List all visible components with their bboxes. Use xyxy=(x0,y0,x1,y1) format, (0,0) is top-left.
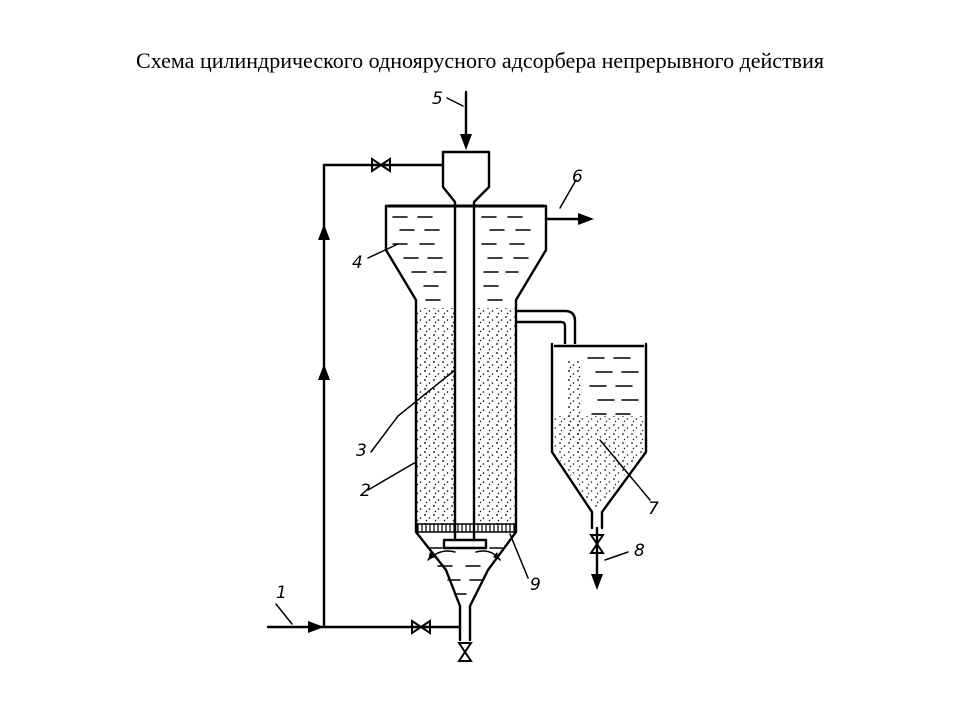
distribution-grate xyxy=(416,523,516,533)
inlet-valve xyxy=(411,619,431,635)
recirculation-arrows xyxy=(427,550,501,561)
label-4: 4 xyxy=(352,253,363,273)
settler-valve xyxy=(589,534,605,554)
label-7: 7 xyxy=(648,499,659,519)
feed-pipe-5 xyxy=(460,90,472,150)
label-2: 2 xyxy=(360,481,371,501)
settler-vessel xyxy=(550,342,648,590)
liquid-cone xyxy=(429,547,503,595)
label-9: 9 xyxy=(530,575,541,595)
adsorbent-bed-right xyxy=(474,308,515,526)
overflow-pipe xyxy=(514,309,577,358)
central-tube xyxy=(441,150,491,550)
label-6: 6 xyxy=(572,167,583,187)
label-3: 3 xyxy=(356,441,367,461)
adsorber-column xyxy=(384,204,548,662)
label-1: 1 xyxy=(276,583,287,603)
label-8: 8 xyxy=(634,541,645,561)
page-title: Схема цилиндрического одноярусного адсор… xyxy=(136,48,824,73)
inlet-line-1 xyxy=(266,157,462,635)
top-valve xyxy=(371,157,391,173)
outlet-pipe-6 xyxy=(544,213,594,225)
liquid-upper xyxy=(392,216,531,301)
adsorbent-bed-left xyxy=(417,308,454,526)
label-5: 5 xyxy=(432,89,443,109)
bottom-valve xyxy=(457,642,473,662)
leader-lines xyxy=(275,97,651,625)
